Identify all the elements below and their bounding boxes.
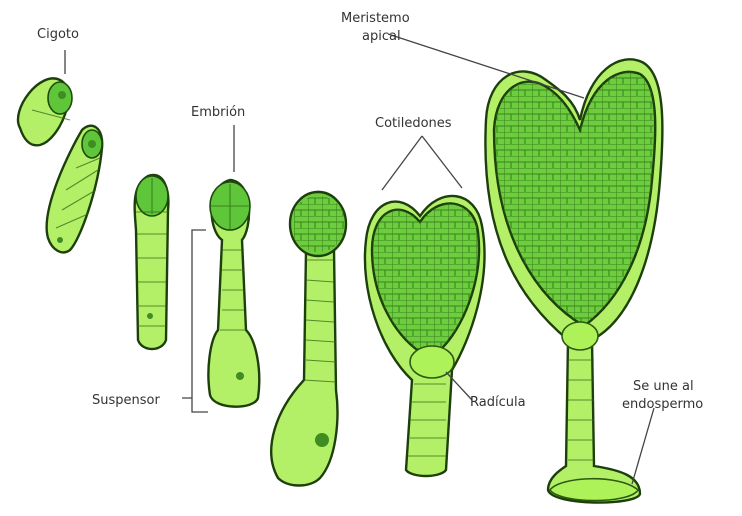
stage-2-embryo <box>47 126 103 253</box>
label-endospermo: endospermo <box>622 397 703 412</box>
label-embrion: Embrión <box>191 105 245 120</box>
stage-7-torpedo-embryo <box>485 59 662 502</box>
stage-4-embryo <box>208 180 259 407</box>
stage-5-globular-embryo <box>271 192 346 486</box>
stage-1-zygote <box>18 78 72 145</box>
label-suspensor: Suspensor <box>92 393 160 408</box>
label-cigoto: Cigoto <box>37 27 79 42</box>
label-apical: apical <box>362 29 401 44</box>
label-radicula: Radícula <box>470 395 526 410</box>
label-meristemo: Meristemo <box>341 11 410 26</box>
stage-3-embryo <box>135 175 169 349</box>
stage-6-heart-embryo <box>365 196 485 476</box>
label-se-une-al: Se une al <box>633 379 694 394</box>
label-cotiledones: Cotiledones <box>375 116 452 131</box>
